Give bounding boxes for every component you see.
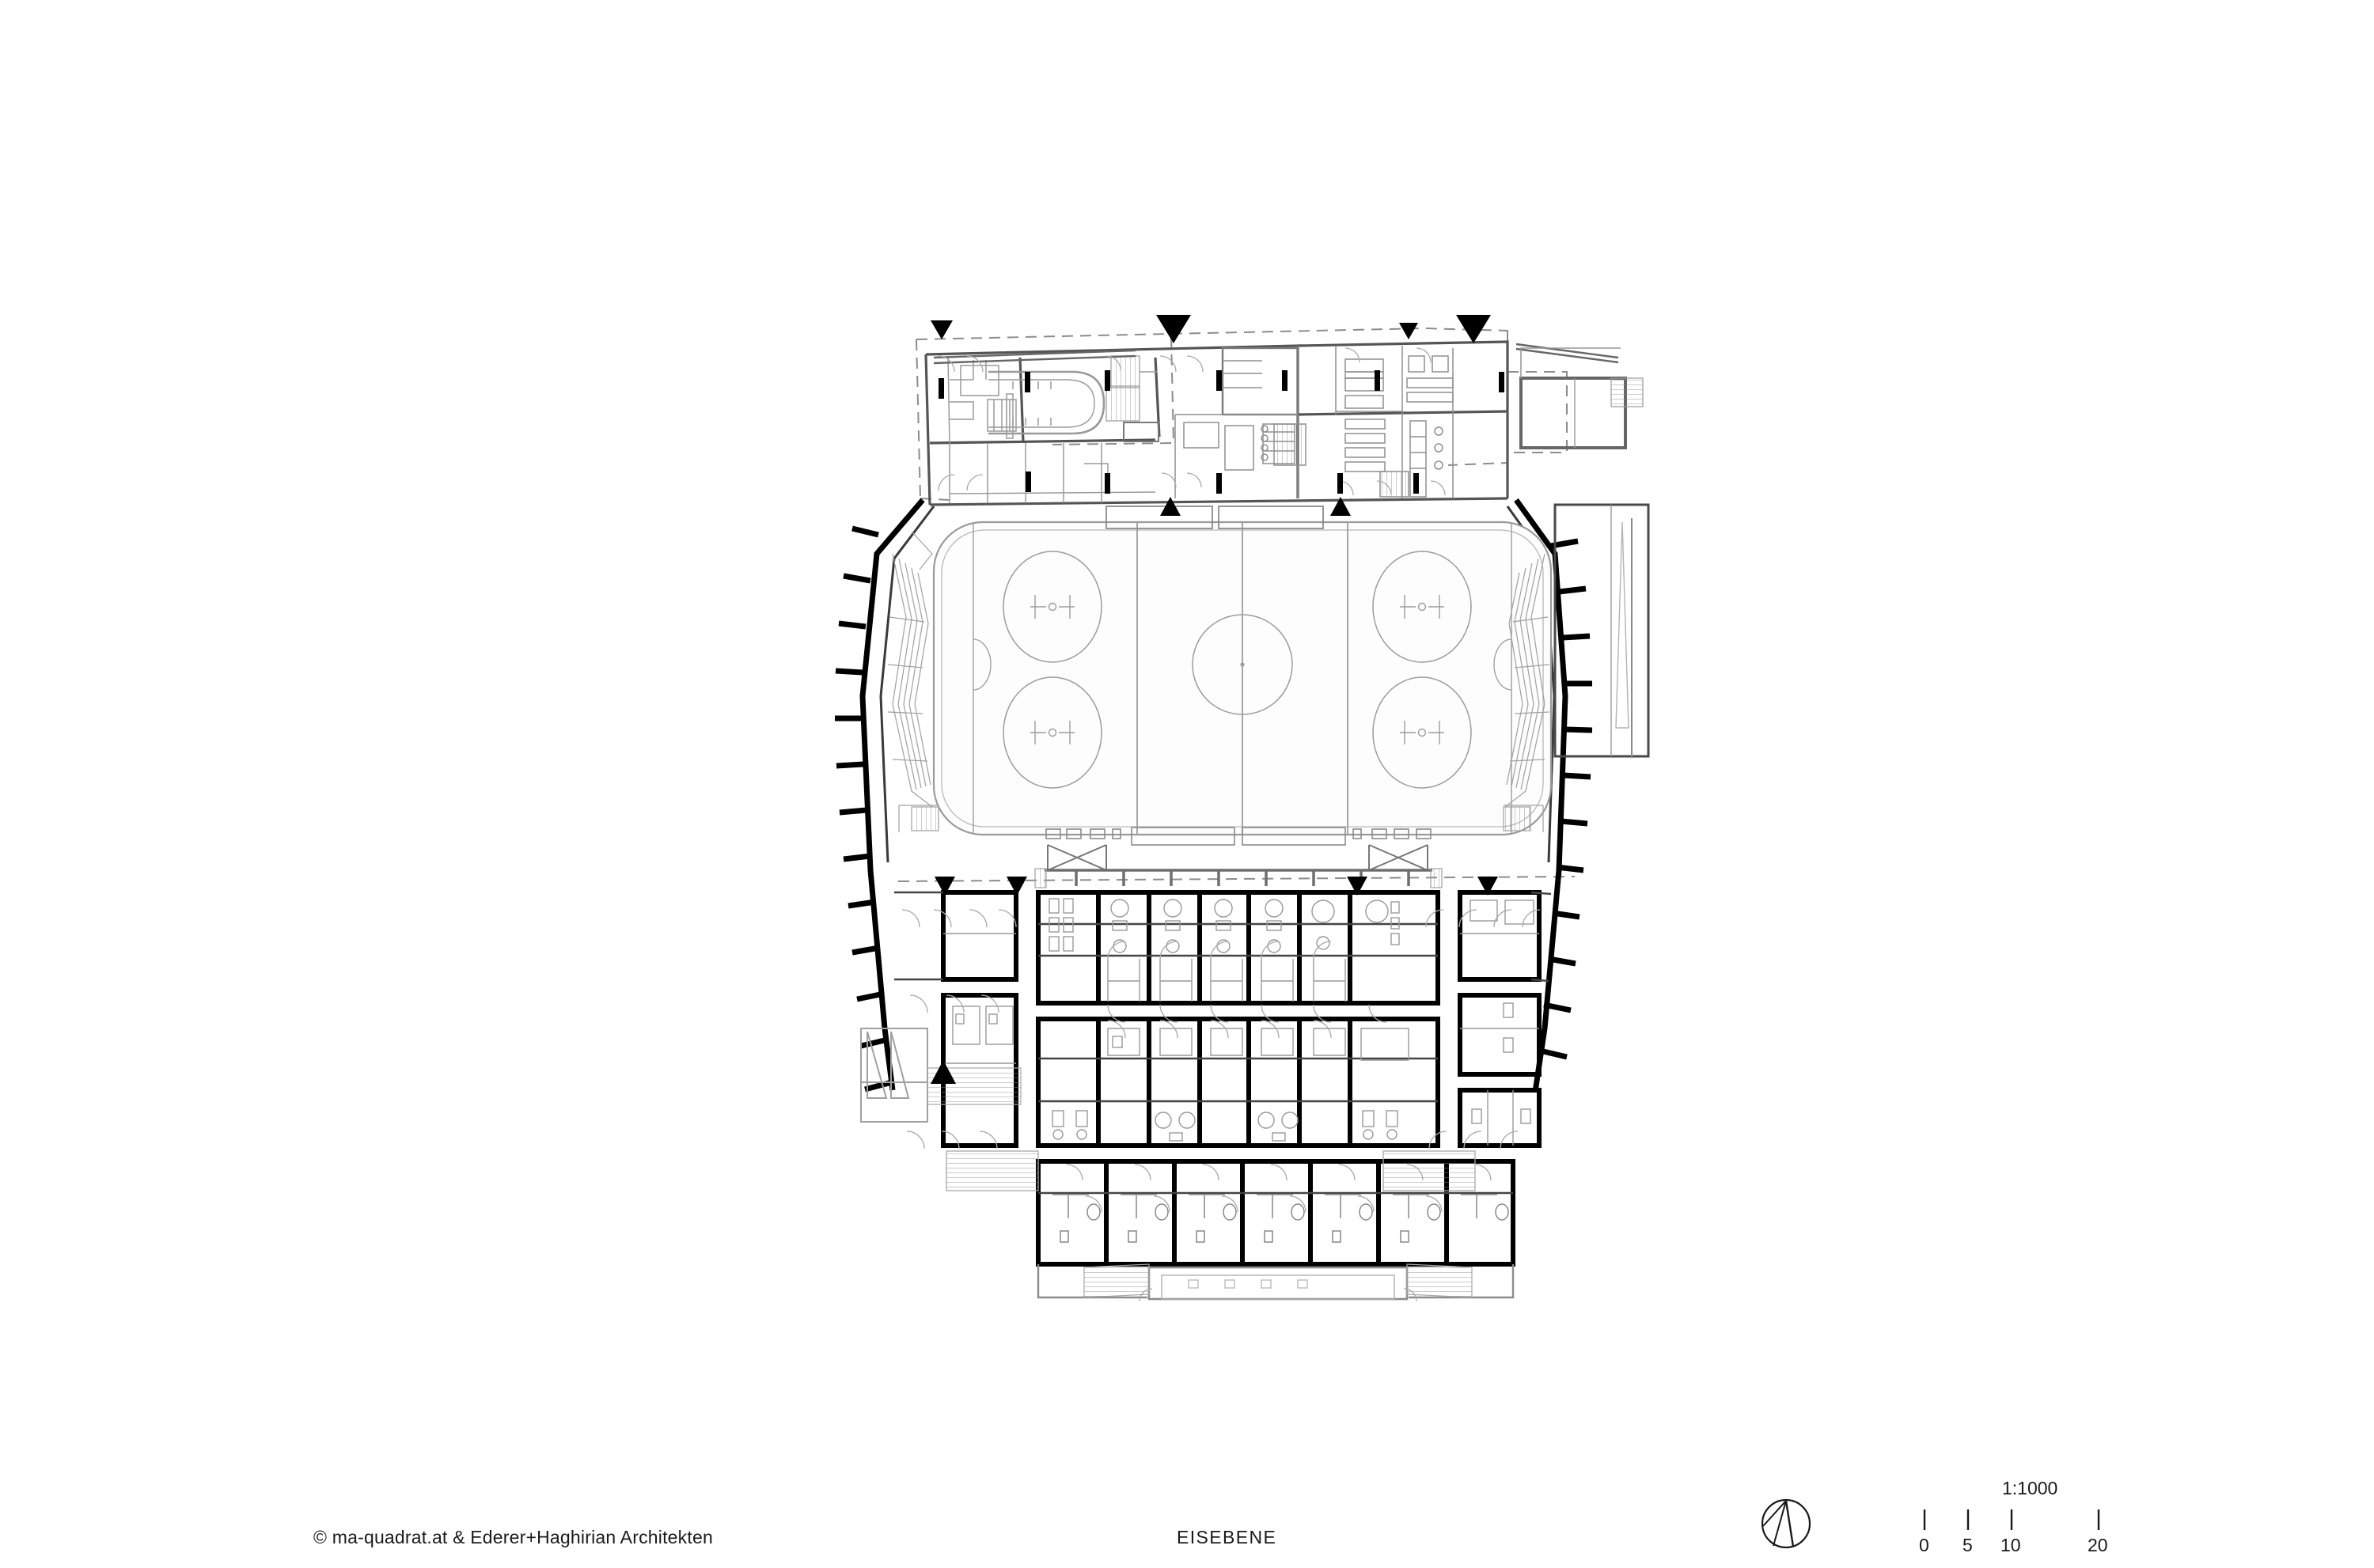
center-circle bbox=[1192, 614, 1293, 715]
north-arrow-compass bbox=[1761, 1498, 1811, 1549]
center-dot bbox=[1240, 662, 1245, 667]
scale-tick-label-10: 10 bbox=[2000, 1535, 2021, 1555]
upper-wing-walls bbox=[924, 340, 1619, 506]
plan-name-label: EISEBENE bbox=[1177, 1527, 1277, 1547]
faceoff-circles bbox=[1003, 551, 1472, 789]
scale-ticks bbox=[1923, 1509, 2100, 1530]
faceoff-dots bbox=[1030, 595, 1444, 744]
section-markers-down bbox=[931, 315, 1498, 896]
section-markers-up bbox=[931, 497, 1351, 1084]
stand-access-stairs bbox=[898, 805, 1544, 832]
wall-fins-left bbox=[835, 525, 893, 1093]
scale-tick-label-5: 5 bbox=[1963, 1535, 1973, 1555]
scoreboard-boxes bbox=[1105, 506, 1324, 529]
scale-bar-graphic bbox=[1761, 1498, 2100, 1549]
player-benches bbox=[1045, 827, 1432, 846]
scale-tick-label-20: 20 bbox=[2088, 1535, 2108, 1555]
grandstand-left bbox=[887, 531, 933, 808]
door-swings bbox=[901, 347, 1541, 1213]
bottom-entrance-block bbox=[1037, 1263, 1515, 1302]
right-exterior-wing bbox=[1553, 503, 1650, 758]
lower-wing bbox=[894, 890, 1552, 1267]
bench-access bbox=[1047, 844, 1428, 871]
copyright-text: © ma-quadrat.at & Ederer+Haghirian Archi… bbox=[313, 1527, 713, 1547]
scale-block: 1:1000 0 5 10 20 bbox=[1761, 1478, 2188, 1568]
wall-openings bbox=[939, 370, 1504, 494]
scale-tick-label-0: 0 bbox=[1919, 1535, 1929, 1555]
ice-hockey-rink bbox=[932, 521, 1553, 836]
scale-ratio-label: 1:1000 bbox=[2002, 1478, 2058, 1498]
title-block: © ma-quadrat.at & Ederer+Haghirian Archi… bbox=[0, 1527, 2374, 1568]
side-stairs bbox=[946, 1150, 1476, 1191]
upper-right-annex bbox=[1519, 347, 1644, 449]
grandstand-right bbox=[1504, 553, 1550, 808]
wall-fins-right bbox=[1539, 538, 1593, 1060]
